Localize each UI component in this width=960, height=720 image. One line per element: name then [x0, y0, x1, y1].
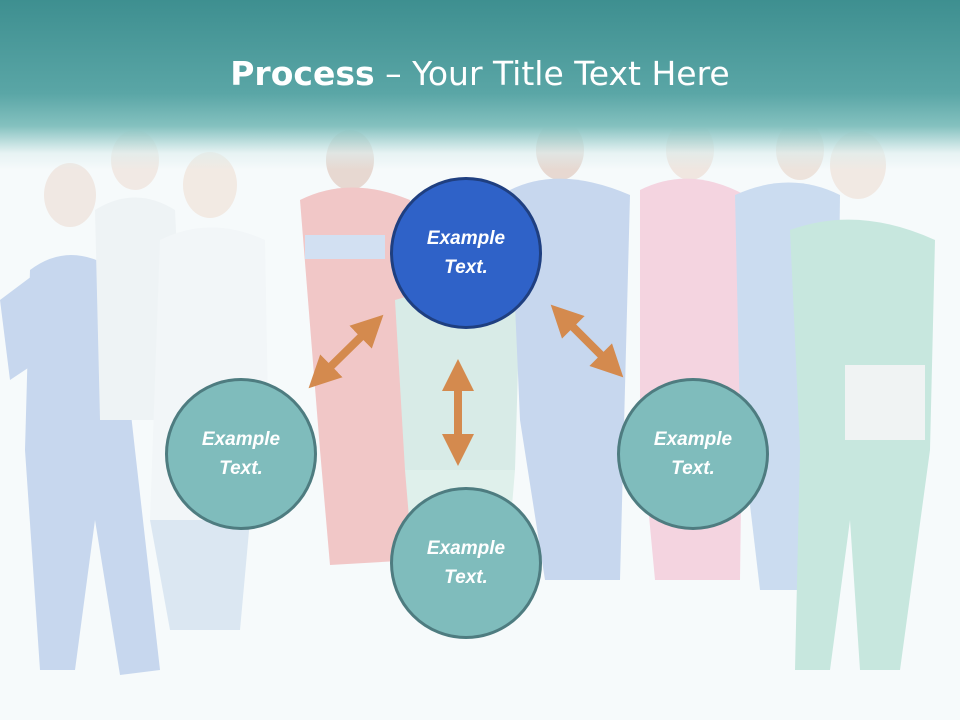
title-rest-text: – Your Title Text Here	[374, 54, 730, 93]
arrow-center-right	[550, 304, 624, 378]
title-banner	[0, 0, 960, 170]
process-node-bottom[interactable]: Example Text.	[390, 487, 542, 639]
arrow-center-left	[308, 314, 384, 389]
process-node-right[interactable]: Example Text.	[617, 378, 769, 530]
slide-title[interactable]: Process – Your Title Text Here	[0, 52, 960, 96]
node-left-line1: Example	[201, 429, 281, 450]
process-node-center[interactable]: Example Text.	[390, 177, 542, 329]
process-node-left[interactable]: Example Text.	[165, 378, 317, 530]
node-bottom-line1: Example	[426, 538, 506, 559]
node-left-line2: Text.	[219, 458, 263, 479]
title-bold-text: Process	[230, 54, 375, 93]
node-right-line1: Example	[653, 429, 733, 450]
node-right-line2: Text.	[671, 458, 715, 479]
node-center-line2: Text.	[444, 257, 488, 278]
node-center-line1: Example	[426, 228, 506, 249]
node-bottom-line2: Text.	[444, 567, 488, 588]
